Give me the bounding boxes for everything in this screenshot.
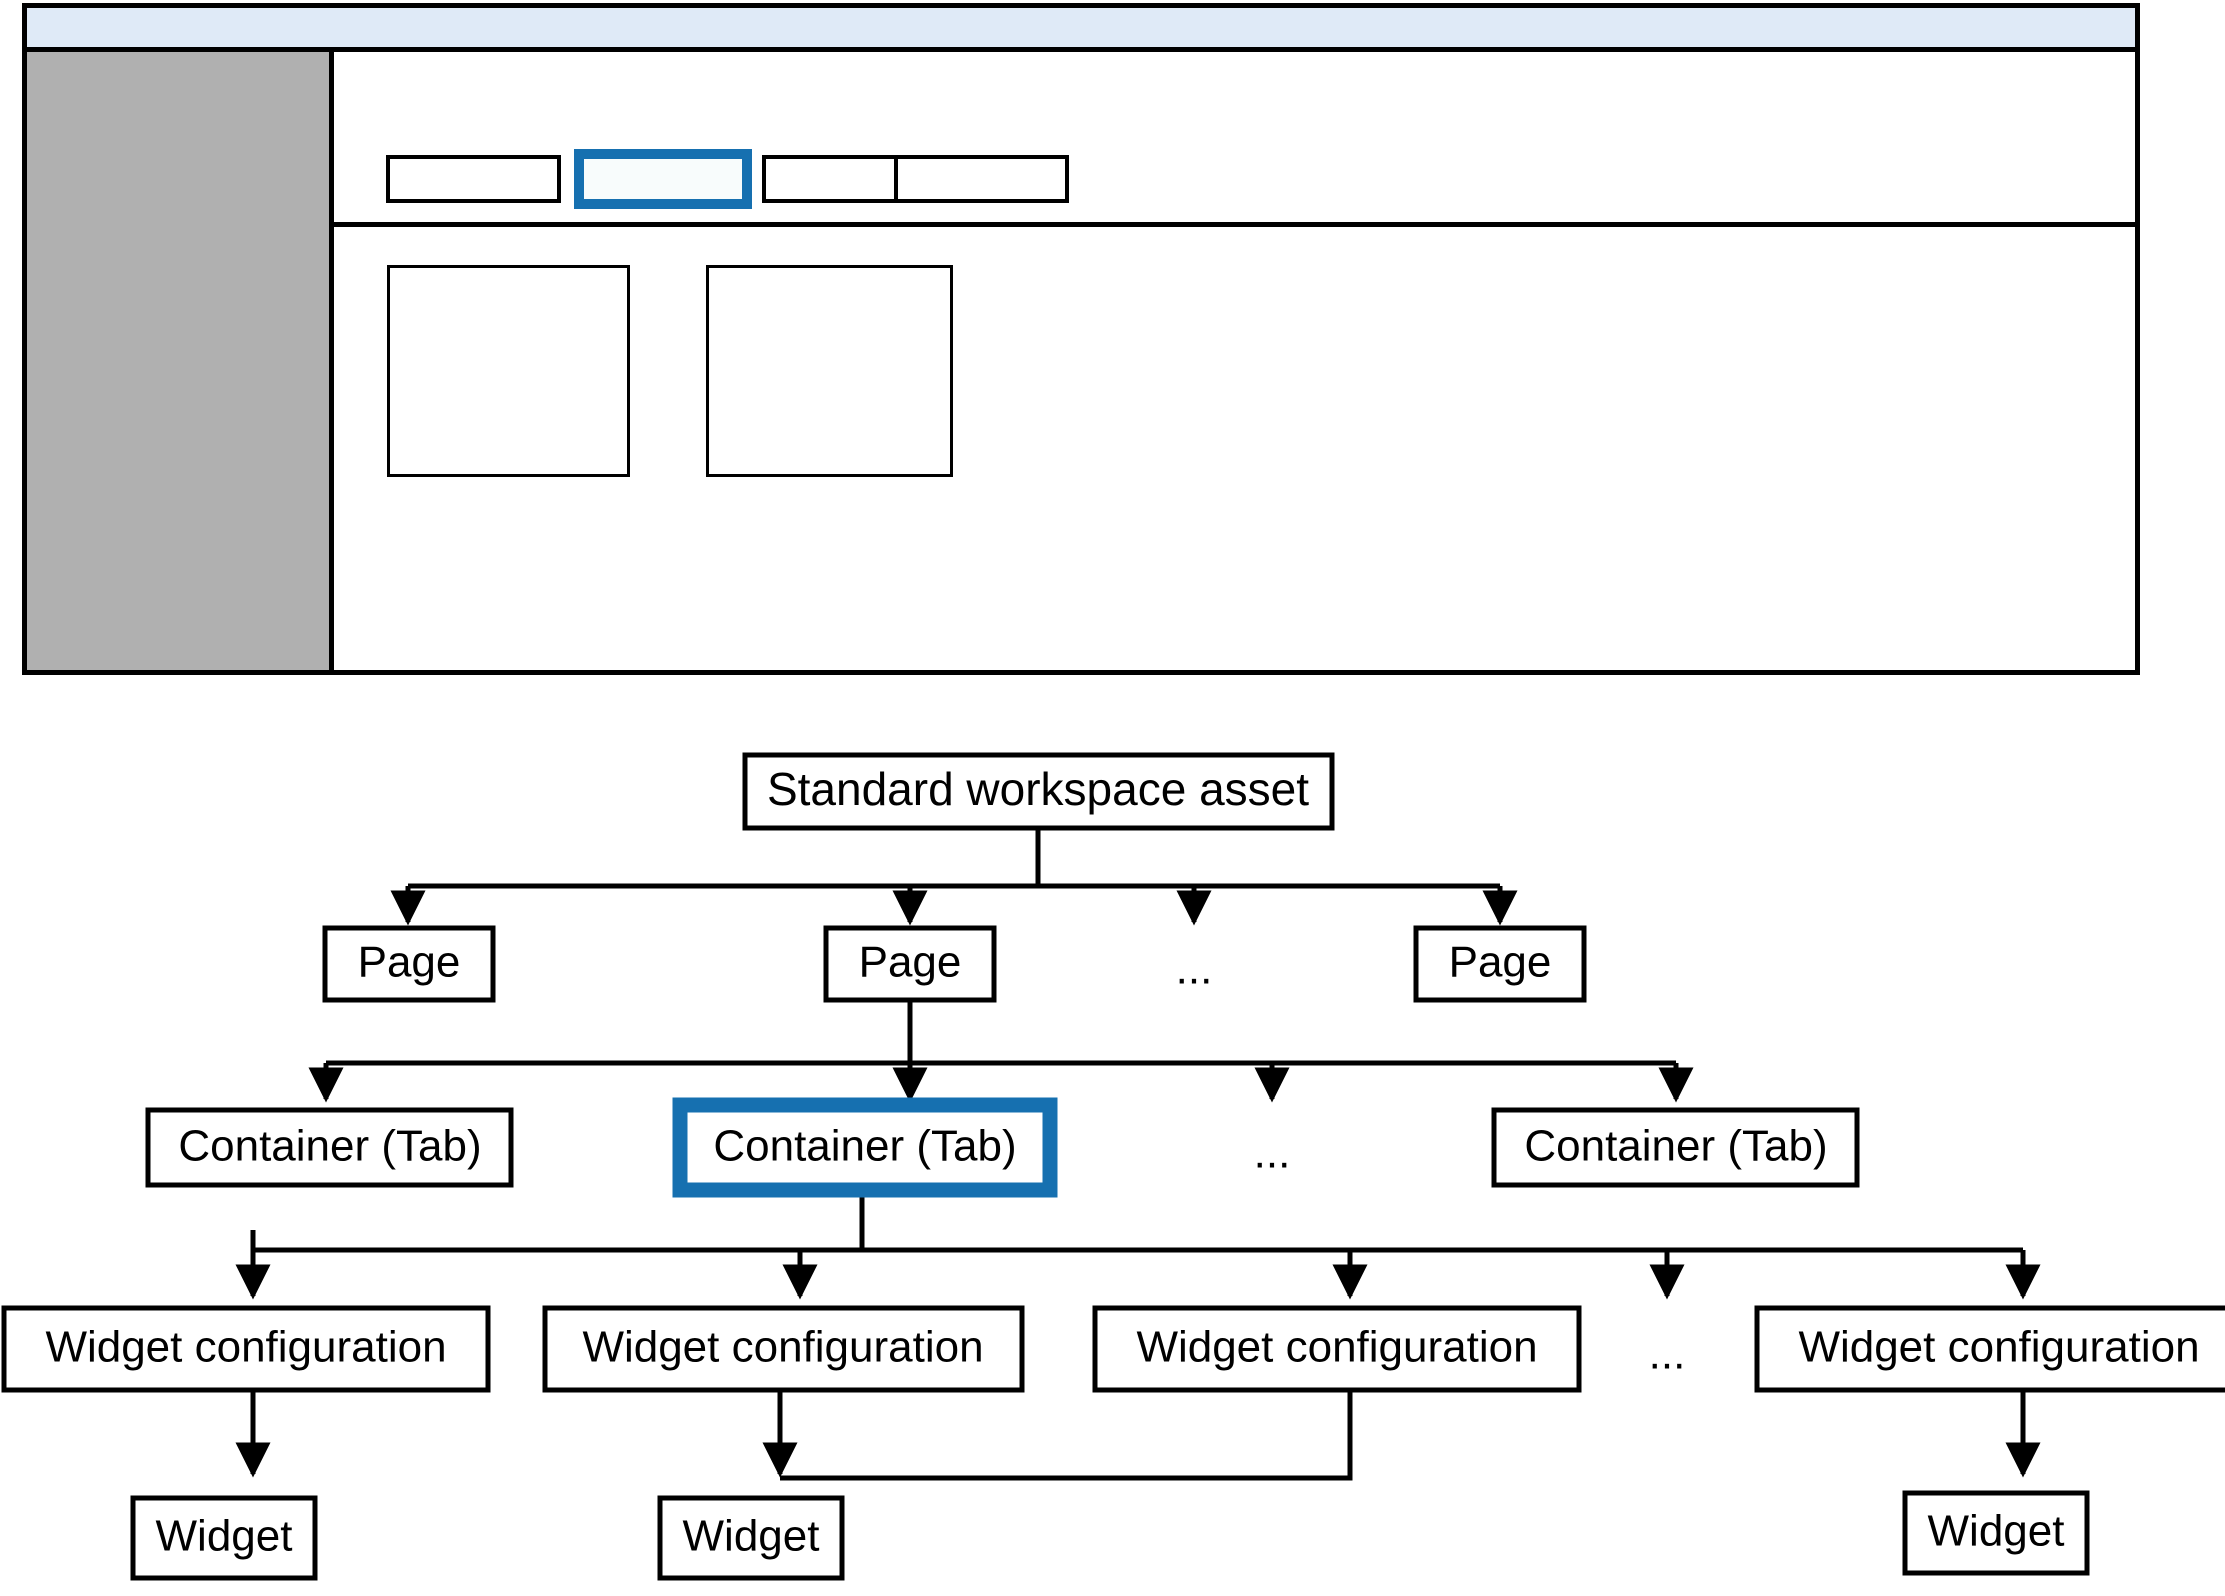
- mockup-widget-panel-2[interactable]: [706, 265, 953, 477]
- node-page-ellipsis: ...: [1176, 945, 1213, 994]
- connectors-widget-config-to-widget: [250, 1390, 2026, 1481]
- node-label: Page: [358, 938, 461, 987]
- connectors-root-to-pages: [405, 828, 1503, 916]
- node-widget-configuration-4[interactable]: Widget configuration: [1754, 1305, 2225, 1393]
- node-box: [542, 1305, 1025, 1393]
- node-page-1[interactable]: Page: [322, 925, 496, 1003]
- mockup-tab-2-selected[interactable]: [574, 149, 752, 209]
- node-box: [145, 1107, 514, 1188]
- mockup-titlebar: [27, 8, 2135, 52]
- node-box: [130, 1495, 318, 1581]
- mockup-content-area: [334, 227, 2135, 670]
- node-box: [1491, 1107, 1860, 1188]
- node-widget-configuration-2[interactable]: Widget configuration: [542, 1305, 1025, 1393]
- node-label: Container (Tab): [178, 1122, 481, 1171]
- node-label: Widget: [1928, 1507, 2065, 1556]
- mockup-tab-strip: [334, 52, 2135, 227]
- node-widget-1[interactable]: Widget: [130, 1495, 318, 1581]
- node-label: Widget: [156, 1512, 293, 1561]
- node-label: Container (Tab): [713, 1122, 1016, 1171]
- workspace-ui-mockup: [22, 3, 2140, 675]
- hierarchy-svg: Standard workspace asset Page Page ... P…: [1, 752, 2225, 1581]
- node-widget-configuration-1[interactable]: Widget configuration: [1, 1305, 491, 1393]
- node-label: Standard workspace asset: [767, 763, 1309, 815]
- node-box: [1, 1305, 491, 1393]
- ellipsis-label: ...: [1649, 1330, 1686, 1379]
- node-label: Widget configuration: [45, 1323, 446, 1372]
- node-label: Widget configuration: [582, 1323, 983, 1372]
- arrowheads-container-to-widget-configs: [235, 1264, 2041, 1300]
- node-container-tab-1[interactable]: Container (Tab): [145, 1107, 514, 1188]
- node-page-2[interactable]: Page: [823, 925, 997, 1003]
- node-label: Container (Tab): [1524, 1122, 1827, 1171]
- node-label: Page: [859, 938, 962, 987]
- node-container-tab-3[interactable]: Container (Tab): [1491, 1107, 1860, 1188]
- connectors-page-to-containers: [323, 1000, 1679, 1093]
- node-container-ellipsis: ...: [1254, 1129, 1291, 1178]
- node-box: [657, 1495, 845, 1581]
- node-widget-configuration-3[interactable]: Widget configuration: [1092, 1305, 1582, 1393]
- node-box: [1902, 1490, 2090, 1576]
- node-widget-configuration-ellipsis: ...: [1649, 1330, 1686, 1379]
- node-widget-2[interactable]: Widget: [657, 1495, 845, 1581]
- node-box: [1413, 925, 1587, 1003]
- ellipsis-label: ...: [1176, 945, 1213, 994]
- branch-drops-widget-configs: [250, 1250, 2026, 1290]
- mockup-tab-4[interactable]: [894, 155, 1069, 203]
- ellipsis-label: ...: [1254, 1129, 1291, 1178]
- mockup-widget-panel-1[interactable]: [387, 265, 630, 477]
- node-label: Page: [1449, 938, 1552, 987]
- node-box: [322, 925, 496, 1003]
- mockup-body: [334, 52, 2135, 670]
- node-widget-3[interactable]: Widget: [1902, 1490, 2090, 1576]
- node-label: Widget: [683, 1512, 820, 1561]
- connectors-container-to-widget-configs: [250, 1185, 2023, 1253]
- node-box: [742, 752, 1335, 831]
- arrowheads-root-to-pages: [390, 890, 1518, 926]
- workspace-asset-hierarchy-diagram: Standard workspace asset Page Page ... P…: [0, 700, 2225, 1596]
- mockup-sidebar-navigation[interactable]: [27, 52, 334, 670]
- node-box-selected: [672, 1097, 1058, 1198]
- node-label: Widget configuration: [1798, 1323, 2199, 1372]
- node-standard-workspace-asset[interactable]: Standard workspace asset: [742, 752, 1335, 831]
- arrowheads-widget-config-to-widget: [235, 1442, 2041, 1478]
- mockup-tab-1[interactable]: [386, 155, 561, 203]
- node-container-tab-2-selected[interactable]: Container (Tab): [672, 1097, 1058, 1198]
- node-box: [1092, 1305, 1582, 1393]
- node-box: [1754, 1305, 2225, 1393]
- node-box: [823, 925, 997, 1003]
- node-page-3[interactable]: Page: [1413, 925, 1587, 1003]
- node-label: Widget configuration: [1136, 1323, 1537, 1372]
